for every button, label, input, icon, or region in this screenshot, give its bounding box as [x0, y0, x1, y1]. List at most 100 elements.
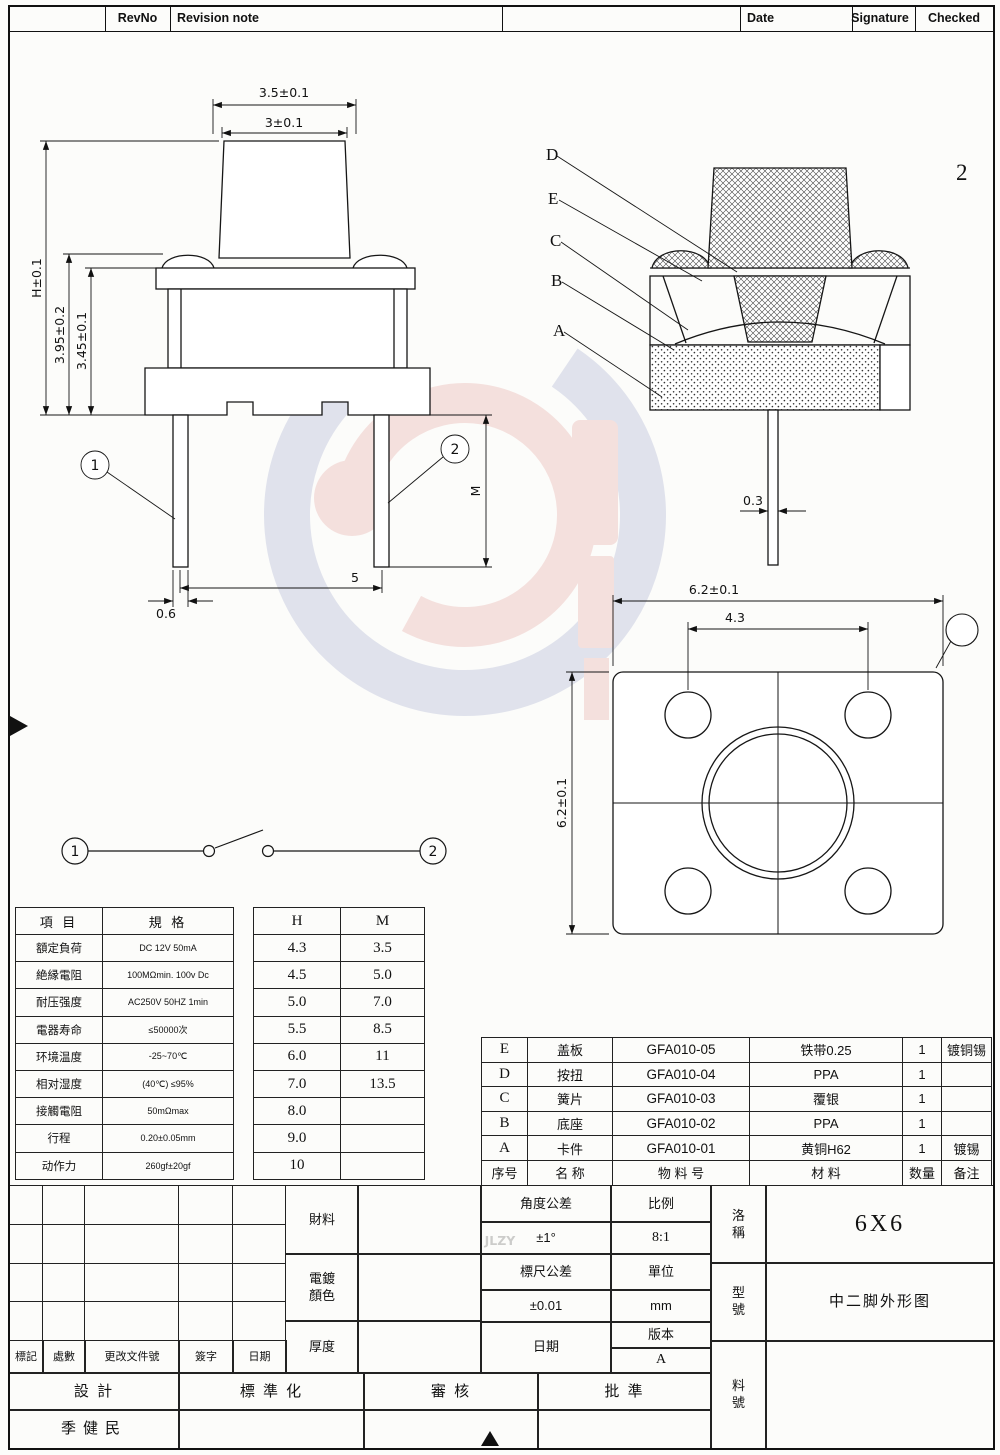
spec-label: 額定負荷: [15, 933, 103, 963]
section-view-outline: [649, 167, 911, 566]
revno-header: RevNo: [105, 5, 171, 32]
hm-value: 4.5: [253, 961, 341, 990]
revision-header-spacer: [495, 5, 741, 32]
spec-value: (40℃) ≤95%: [102, 1069, 234, 1099]
spec-label: 絶縁電阻: [15, 961, 103, 990]
approve-signature: [537, 1409, 712, 1449]
watermark-text: JLZY: [484, 1233, 517, 1248]
revision-header: RevNo Revision note Date Signature Check…: [8, 5, 994, 32]
hm-value: 11: [340, 1042, 425, 1071]
hm-value: 5.5: [253, 1015, 341, 1044]
left-center-mark: [10, 716, 28, 736]
spec-header-item: 項 目: [15, 907, 103, 935]
front-view-dimensions: [40, 99, 492, 607]
spec-value: -25~70℃: [102, 1042, 234, 1071]
spec-value: 0.20±0.05mm: [102, 1124, 234, 1153]
hm-value: 10: [253, 1151, 341, 1180]
mark-label: 標記: [8, 1340, 44, 1374]
unit-value: mm: [610, 1289, 712, 1323]
balloon-2: 2: [451, 442, 460, 458]
circuit-terminal-2: 2: [429, 844, 438, 860]
bom-material: PPA: [749, 1061, 903, 1088]
angle-tolerance-value: ±1°: [480, 1221, 612, 1255]
bom-qty: 1: [902, 1110, 942, 1137]
bom-item-letter: D: [481, 1061, 528, 1088]
review-signature: [363, 1409, 539, 1449]
ruler-tolerance-label: 標尺公差: [480, 1253, 612, 1291]
dim-body-height-2: 3.45±0.1: [74, 312, 89, 370]
section-label-a: A: [553, 321, 566, 340]
bottom-center-mark: [481, 1431, 499, 1446]
bom-material: 覆银: [749, 1086, 903, 1112]
hm-value: 5.0: [340, 961, 425, 990]
signature-header: Signature: [845, 5, 916, 32]
design-label: 設 計: [8, 1372, 180, 1411]
bom-qty: 1: [902, 1037, 942, 1063]
section-view-leaders: [556, 155, 806, 515]
bom-remark: [941, 1086, 992, 1112]
scale-value: 8:1: [610, 1221, 712, 1255]
sign-label: 簽字: [178, 1340, 234, 1374]
bom-footer-qty: 数量: [902, 1159, 942, 1186]
hm-value: 8.0: [253, 1097, 341, 1126]
dim-hole-pitch: 4.3: [725, 610, 745, 625]
bottom-view-dimensions: [566, 595, 944, 935]
hm-value: 13.5: [340, 1069, 425, 1099]
bom-qty: 1: [902, 1086, 942, 1112]
bom-part-number: GFA010-05: [612, 1037, 750, 1063]
plating-label: 電鍍 顏色: [285, 1253, 359, 1322]
bom-footer-remark: 备注: [941, 1159, 992, 1186]
bom-material: 黄铜H62: [749, 1135, 903, 1161]
bom-table: E 盖板 GFA010-05 铁带0.25 1 镀铜锡 D 按扭 GFA010-…: [481, 1037, 992, 1186]
date-header: Date: [740, 5, 853, 32]
spec-value: 50mΩmax: [102, 1097, 234, 1126]
standardize-label: 標 準 化: [178, 1372, 365, 1411]
bom-part-number: GFA010-03: [612, 1086, 750, 1112]
version-value: A: [610, 1347, 712, 1374]
hm-value: [340, 1124, 425, 1153]
part-no-label: 料 號: [710, 1340, 767, 1449]
standardize-signature: [178, 1409, 365, 1449]
hm-header-h: H: [253, 907, 341, 935]
thickness-value: [357, 1320, 482, 1374]
bom-item-letter: B: [481, 1110, 528, 1137]
bom-footer-partno: 物 料 号: [612, 1159, 750, 1186]
revision-note-header: Revision note: [170, 5, 503, 32]
dim-pin-thickness: 0.3: [743, 493, 763, 508]
spec-label: 环境温度: [15, 1042, 103, 1071]
hm-value: 3.5: [340, 933, 425, 963]
dim-bottom-width: 6.2±0.1: [689, 582, 739, 597]
bom-item-letter: A: [481, 1135, 528, 1161]
angle-tolerance-label: 角度公差: [480, 1185, 612, 1223]
bom-part-name: 按扭: [527, 1061, 613, 1088]
material-label: 財料: [285, 1185, 359, 1255]
hm-value: [340, 1097, 425, 1126]
bom-part-number: GFA010-04: [612, 1061, 750, 1088]
spec-value: 260gf±20gf: [102, 1151, 234, 1180]
dim-body-height-1: 3.95±0.2: [52, 306, 67, 364]
version-label: 版本: [610, 1321, 712, 1349]
section-label-c: C: [550, 231, 561, 250]
spec-header-value: 規 格: [102, 907, 234, 935]
plating-value: [357, 1253, 482, 1322]
bom-remark: [941, 1110, 992, 1137]
hm-value: [340, 1151, 425, 1180]
bom-footer-seq: 序号: [481, 1159, 528, 1186]
model-label: 型 號: [710, 1262, 767, 1342]
dim-pin-width: 0.6: [156, 606, 176, 621]
bom-qty: 1: [902, 1135, 942, 1161]
unit-label: 單位: [610, 1253, 712, 1291]
spec-value: DC 12V 50mA: [102, 933, 234, 963]
section-label-b: B: [551, 271, 562, 290]
spec-value: ≤50000次: [102, 1015, 234, 1044]
change-doc-label: 更改文件號: [84, 1340, 180, 1374]
spec-label: 相对湿度: [15, 1069, 103, 1099]
revision-header-empty: [8, 5, 106, 32]
checked-header: Checked: [915, 5, 994, 32]
dim-cap-width: 3.5±0.1: [259, 85, 309, 100]
bom-part-number: GFA010-02: [612, 1110, 750, 1137]
bom-material: PPA: [749, 1110, 903, 1137]
